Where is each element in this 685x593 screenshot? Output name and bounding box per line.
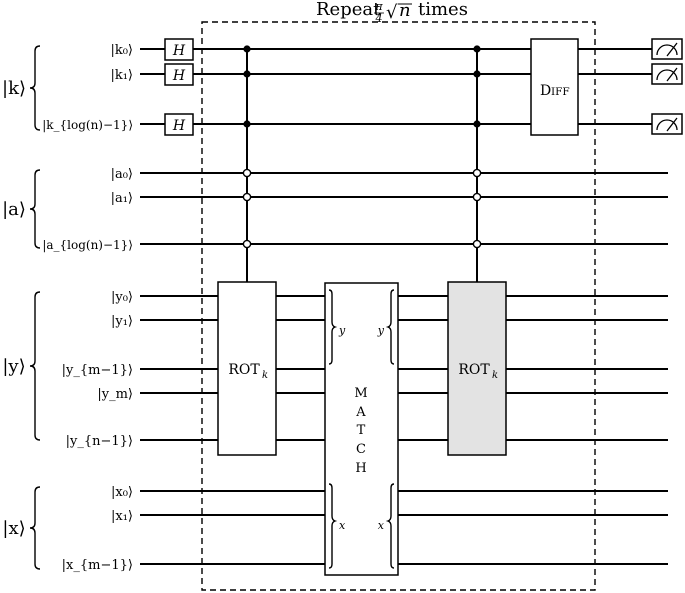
control-dots [242,45,482,249]
match-letter: C [356,442,366,457]
rot-k-inverse-gate: ROT k [447,281,507,456]
svg-text:k: k [262,370,268,381]
match-letter: T [357,423,366,438]
svg-text:ROT: ROT [228,362,260,378]
svg-text:Repeat: Repeat [316,0,381,20]
match-brace-x-left [328,483,338,569]
match-letter: A [355,405,366,420]
rot-k-gate: ROT k [217,281,277,456]
control-dot-open [242,168,252,178]
wire-label-alog: |a_{log(n)−1}⟩ [42,238,133,252]
wire-label-yn1: |y_{n−1}⟩ [66,434,133,449]
measurement-icon [651,113,683,135]
register-label-a: |a⟩ [2,199,26,220]
control-dot-filled [473,120,481,128]
register-labels: |k⟩ |a⟩ |y⟩ |x⟩ [2,78,26,539]
svg-text:H: H [172,118,186,134]
control-dot-filled [473,70,481,78]
control-dot-filled [243,120,251,128]
match-brace-y-left [328,289,338,365]
svg-text:k: k [492,370,498,381]
register-brace-k [29,45,41,131]
svg-text:π: π [374,0,383,13]
diff-gate: D IFF [530,38,579,136]
match-letter: H [355,461,366,476]
register-braces [29,45,41,570]
match-brace-x-right [385,483,395,569]
svg-text:IFF: IFF [551,86,570,98]
wire-label-a0: |a₀⟩ [111,167,133,182]
match-letter: M [354,386,367,401]
svg-text:√: √ [386,2,398,23]
wire-labels: |k₀⟩ |k₁⟩ |k_{log(n)−1}⟩ |a₀⟩ |a₁⟩ |a_{l… [42,43,133,573]
wire-label-x0: |x₀⟩ [111,485,133,500]
control-dot-open [242,239,252,249]
match-label-y-right: y [377,324,385,337]
wire-label-a1: |a₁⟩ [111,191,133,206]
wire-label-ym: |y_m⟩ [97,387,133,402]
wire-label-klog: |k_{log(n)−1}⟩ [42,118,133,132]
hadamard-gate-klog: H [164,113,194,136]
control-dot-open [472,168,482,178]
svg-text:ROT: ROT [458,362,490,378]
control-dot-filled [473,45,481,53]
register-brace-a [29,169,41,249]
register-brace-x [29,486,41,570]
wire-label-k1: |k₁⟩ [110,68,133,83]
wire-label-xm1: |x_{m−1}⟩ [62,558,133,573]
control-dot-open [472,239,482,249]
match-label-y-left: y [338,324,346,337]
svg-text:H: H [172,68,186,84]
wire-label-x1: |x₁⟩ [111,509,133,524]
hadamard-gate-k0: H [164,38,194,61]
svg-text:H: H [172,43,186,59]
wire-label-y0: |y₀⟩ [111,290,133,305]
svg-text:n: n [399,0,411,21]
hadamard-gate-k1: H [164,63,194,86]
register-label-k: |k⟩ [2,78,26,99]
wire-label-ym1: |y_{m−1}⟩ [62,363,133,378]
svg-text:4: 4 [375,12,383,25]
match-gate: y y x x M A T C H [324,282,399,576]
wire-label-y1: |y₁⟩ [111,314,133,329]
measurement-icon [651,63,683,85]
repeat-title: Repeat π 4 √ n times [316,0,468,25]
match-brace-y-right [385,289,395,365]
measurement-icon [651,38,683,60]
match-label-x-left: x [339,519,346,532]
control-dot-filled [243,45,251,53]
control-dot-filled [243,70,251,78]
register-brace-y [29,291,41,441]
register-label-y: |y⟩ [2,356,25,377]
control-dot-open [472,192,482,202]
control-dot-open [242,192,252,202]
svg-text:times: times [418,0,468,20]
wire-label-k0: |k₀⟩ [110,43,133,58]
register-label-x: |x⟩ [2,518,25,539]
match-label-x-right: x [378,519,385,532]
svg-text:D: D [540,83,551,99]
